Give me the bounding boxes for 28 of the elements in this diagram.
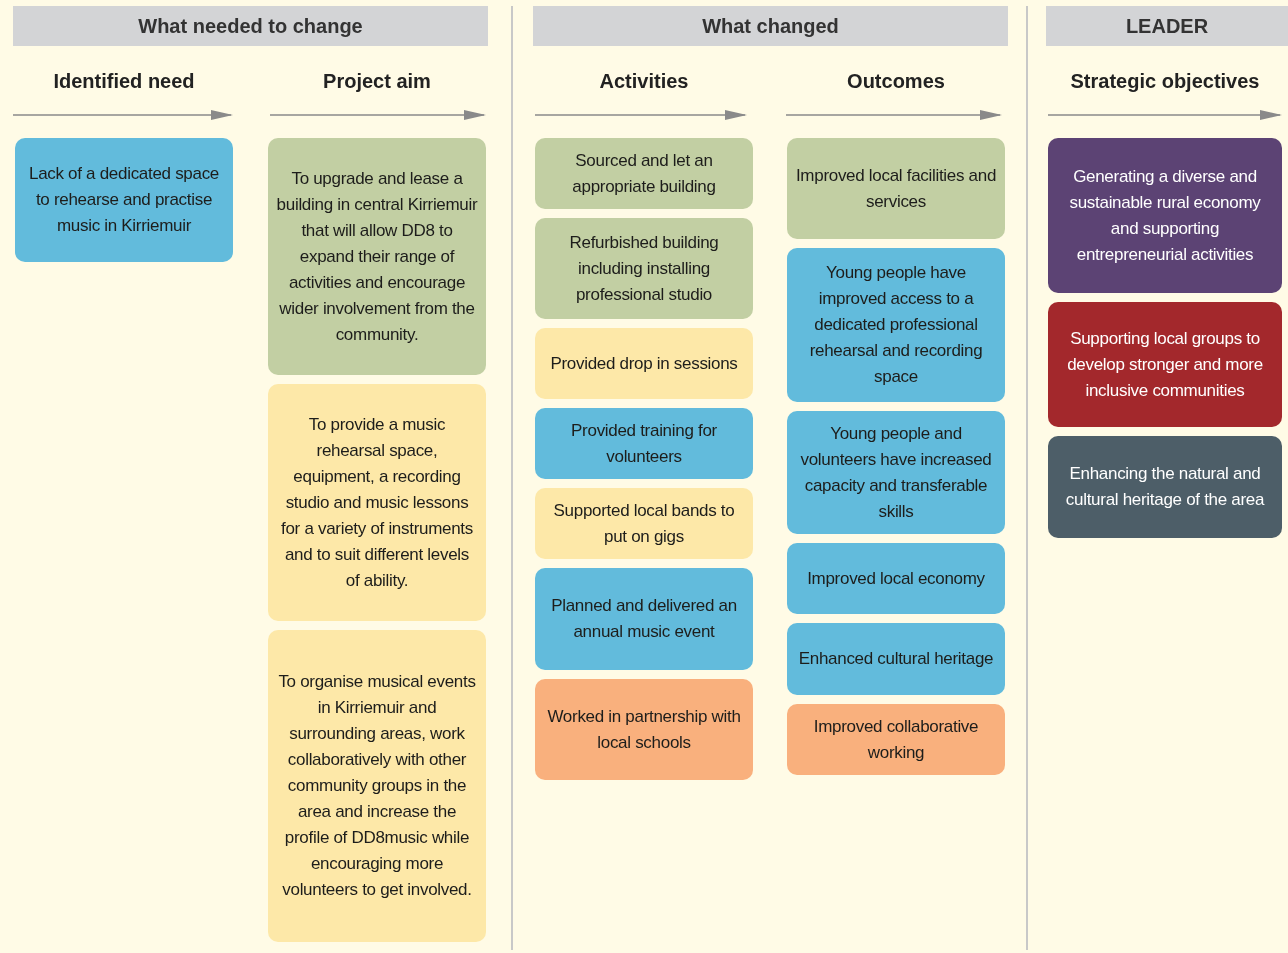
text-box: Supporting local groups to develop stronger and more inclusive communities bbox=[1048, 302, 1282, 427]
text-box: Enhanced cultural heritage bbox=[787, 623, 1005, 695]
text-box: Refurbished building including installing professional studio bbox=[535, 218, 753, 319]
text-box: Young people and volunteers have increased capacity and transferable skills bbox=[787, 411, 1005, 534]
text-box: To organise musical events in Kirriemuir and surrounding areas, work collaboratively with other community groups in the area and increase the profile of DD8music while encouraging more volunteers to get involved. bbox=[268, 630, 486, 942]
text-box: Planned and delivered an annual music event bbox=[535, 568, 753, 670]
header-band: What changed bbox=[533, 6, 1008, 46]
column-heading: Identified need bbox=[52, 70, 196, 93]
header-band: LEADER bbox=[1046, 6, 1288, 46]
text-box: Provided training for volunteers bbox=[535, 408, 753, 479]
text-box: Young people have improved access to a dedicated professional rehearsal and recording space bbox=[787, 248, 1005, 402]
text-box: Improved local facilities and services bbox=[787, 138, 1005, 239]
text-box: Lack of a dedicated space to rehearse and practise music in Kirriemuir bbox=[15, 138, 233, 262]
text-box: Enhancing the natural and cultural heritage of the area bbox=[1048, 436, 1282, 538]
header-band: What needed to change bbox=[13, 6, 488, 46]
text-box: Supported local bands to put on gigs bbox=[535, 488, 753, 559]
column-heading: Strategic objectives bbox=[1069, 70, 1261, 93]
text-box: Sourced and let an appropriate building bbox=[535, 138, 753, 209]
column-heading: Project aim bbox=[322, 70, 432, 93]
text-box: Provided drop in sessions bbox=[535, 328, 753, 399]
text-box: Improved local economy bbox=[787, 543, 1005, 614]
column-heading: Outcomes bbox=[846, 70, 946, 93]
text-box: Generating a diverse and sustainable rural economy and supporting entrepreneurial activities bbox=[1048, 138, 1282, 293]
column-heading: Activities bbox=[598, 70, 690, 93]
text-box: To upgrade and lease a building in central Kirriemuir that will allow DD8 to expand their range of activities and encourage wider involvement from the community. bbox=[268, 138, 486, 375]
text-box: To provide a music rehearsal space, equipment, a recording studio and music lessons for a variety of instruments and to suit different levels of ability. bbox=[268, 384, 486, 621]
text-box: Worked in partnership with local schools bbox=[535, 679, 753, 780]
text-box: Improved collaborative working bbox=[787, 704, 1005, 775]
